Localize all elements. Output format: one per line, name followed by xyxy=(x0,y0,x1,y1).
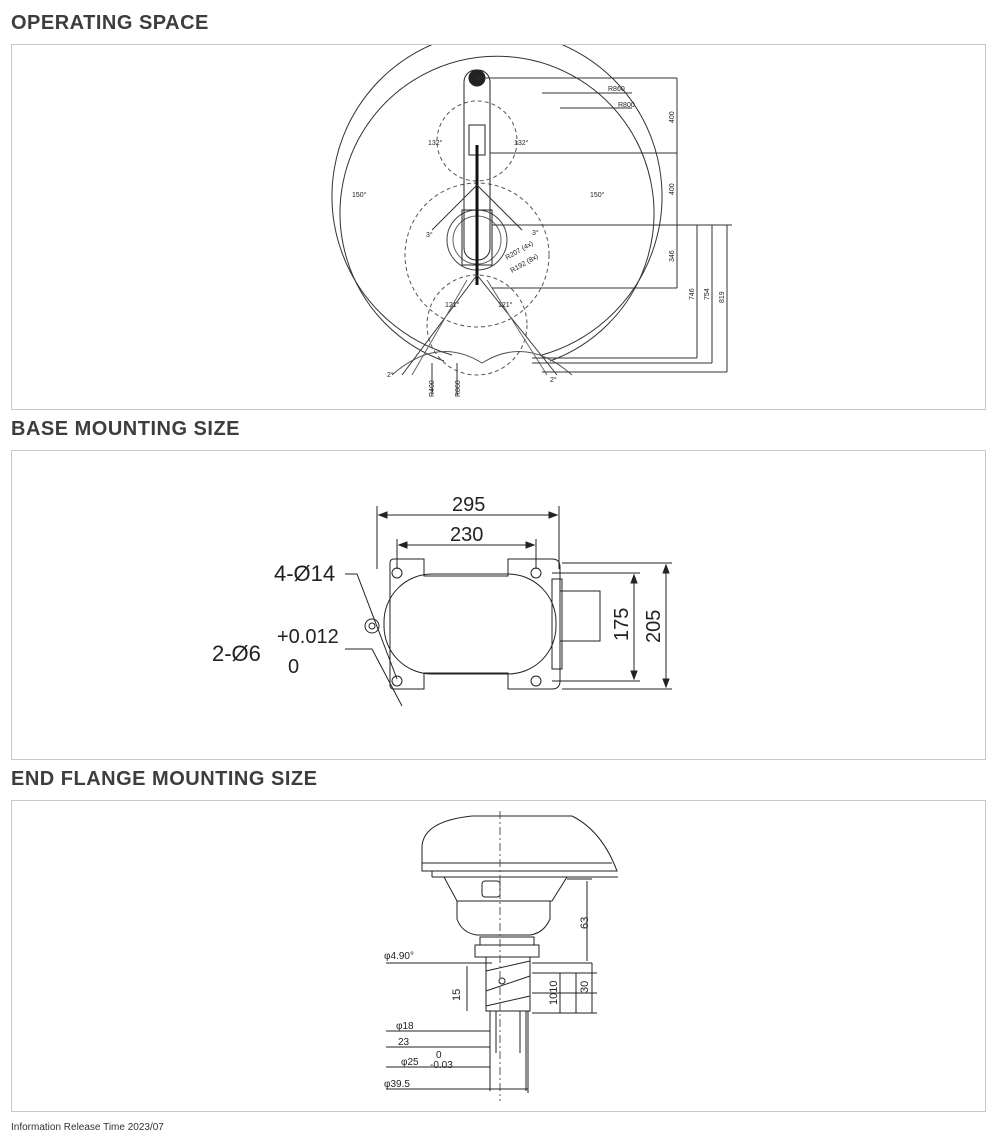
label-30: 30 xyxy=(579,981,591,993)
label-400-top: 400 xyxy=(669,111,676,123)
operating-space-panel: R860 R800 132° 132° 150° 150° 3° 3° 121°… xyxy=(11,44,986,410)
cable-connector xyxy=(559,590,601,642)
label-phi490: φ4.90° xyxy=(384,951,414,962)
flange-cone xyxy=(443,876,568,902)
label-400-mid: 400 xyxy=(669,183,676,195)
label-150-right: 150° xyxy=(590,191,605,199)
label-tol-upper: +0.012 xyxy=(277,626,339,648)
arm-housing xyxy=(421,815,618,872)
label-r860-bottom: R860 xyxy=(455,380,462,397)
label-132-left: 132° xyxy=(428,139,443,147)
label-2-left: 2° xyxy=(387,371,394,379)
ball-screw-shaft xyxy=(485,956,531,1012)
label-230: 230 xyxy=(450,524,483,546)
label-phi25: φ25 xyxy=(401,1057,419,1068)
label-r800: R800 xyxy=(618,102,635,109)
end-flange-title: END FLANGE MOUNTING SIZE xyxy=(11,768,318,790)
label-295: 295 xyxy=(452,494,485,516)
mount-hole-tl xyxy=(391,567,403,579)
label-tol-0: 0 xyxy=(436,1050,442,1061)
end-flange-drawing: φ4.90° 15 1010 30 63 φ18 23 φ25 0 -0.03 … xyxy=(384,811,618,1101)
label-63: 63 xyxy=(579,917,591,929)
label-3-right: 3° xyxy=(532,229,539,237)
label-819: 819 xyxy=(719,291,726,303)
label-tol-lower: 0 xyxy=(288,656,299,678)
base-plate xyxy=(389,558,561,690)
label-121-right: 121° xyxy=(498,301,513,309)
release-time-footer: Information Release Time 2023/07 xyxy=(11,1122,164,1133)
label-tol-neg: -0.03 xyxy=(430,1060,453,1071)
label-3-left: 3° xyxy=(426,231,433,239)
label-346: 346 xyxy=(669,250,676,262)
r800-envelope xyxy=(339,55,655,362)
label-121-left: 121° xyxy=(445,301,460,309)
operating-space-drawing: R860 R800 132° 132° 150° 150° 3° 3° 121°… xyxy=(331,45,732,397)
base-mounting-panel: 295 230 175 205 4-Ø14 2-Ø6 +0.012 0 xyxy=(11,450,986,760)
label-r400: R400 xyxy=(429,380,436,397)
label-205: 205 xyxy=(643,610,665,643)
base-mounting-drawing: 295 230 175 205 4-Ø14 2-Ø6 +0.012 0 xyxy=(212,494,672,707)
label-1010: 1010 xyxy=(548,981,560,1005)
label-175: 175 xyxy=(611,608,633,641)
mount-hole-br xyxy=(530,675,542,687)
label-phi18: φ18 xyxy=(396,1021,414,1032)
label-754: 754 xyxy=(704,288,711,300)
label-2-right: 2° xyxy=(550,376,557,384)
base-body xyxy=(383,573,557,675)
label-23: 23 xyxy=(398,1037,410,1048)
label-pins: 2-Ø6 xyxy=(212,641,261,666)
label-132-right: 132° xyxy=(514,139,529,147)
locating-pin xyxy=(364,618,380,634)
mount-hole-bl xyxy=(391,675,403,687)
label-746: 746 xyxy=(689,288,696,300)
operating-space-title: OPERATING SPACE xyxy=(11,12,209,34)
mount-hole-tr xyxy=(530,567,542,579)
label-holes: 4-Ø14 xyxy=(274,561,335,586)
end-flange-panel: φ4.90° 15 1010 30 63 φ18 23 φ25 0 -0.03 … xyxy=(11,800,986,1112)
label-15: 15 xyxy=(451,989,463,1001)
label-150-left: 150° xyxy=(352,191,367,199)
label-r860: R860 xyxy=(608,86,625,93)
base-mounting-title: BASE MOUNTING SIZE xyxy=(11,418,241,440)
r860-envelope xyxy=(331,45,663,356)
label-phi395: φ39.5 xyxy=(384,1079,410,1090)
